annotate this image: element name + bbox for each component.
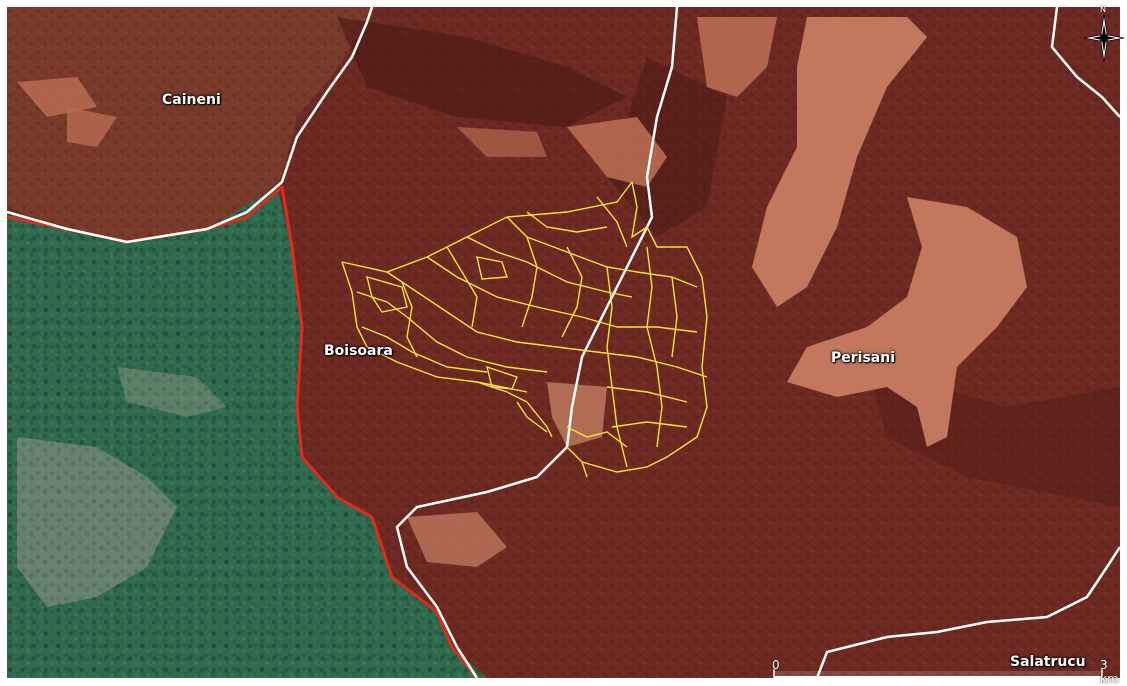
- scale-label-start: 0: [772, 658, 780, 672]
- pasture: [547, 382, 607, 447]
- pasture: [407, 512, 507, 567]
- north-label: N: [1100, 5, 1106, 14]
- dark-ridge: [337, 17, 627, 127]
- scale-label-end: 3 km: [1100, 658, 1119, 686]
- scale-bar-background: [773, 671, 1103, 678]
- white-boundary: [395, 7, 679, 678]
- dark-ridge: [607, 57, 727, 237]
- pasture: [67, 107, 117, 147]
- pasture: [567, 117, 667, 187]
- north-arrow-icon: [1083, 13, 1125, 63]
- forest-tracks: [341, 181, 708, 478]
- pasture: [787, 197, 1027, 447]
- white-boundary: [7, 7, 374, 244]
- pasture: [752, 17, 927, 307]
- pasture: [697, 17, 777, 97]
- pasture: [457, 127, 547, 157]
- map-canvas[interactable]: [7, 7, 1120, 678]
- white-boundary: [815, 546, 1120, 678]
- pasture: [17, 77, 97, 117]
- white-boundary: [1050, 7, 1120, 118]
